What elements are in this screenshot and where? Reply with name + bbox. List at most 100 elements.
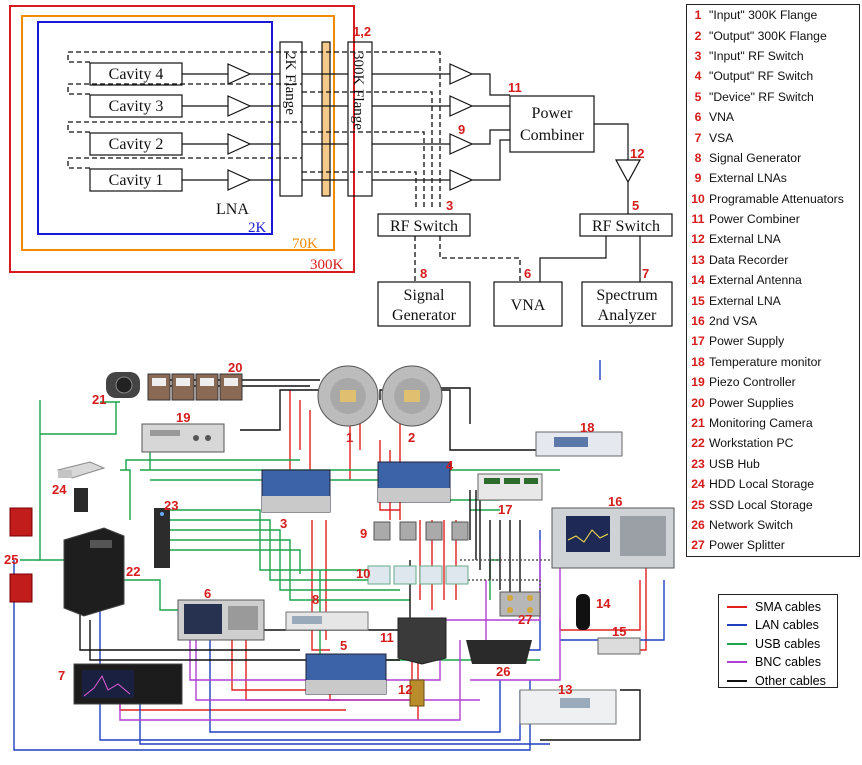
cable-swatch — [727, 680, 747, 682]
legend-text: Workstation PC — [709, 436, 793, 450]
vsa-icon — [74, 664, 182, 704]
legend-text: HDD Local Storage — [709, 477, 814, 491]
legend-number: 25 — [687, 498, 709, 512]
legend-text: VSA — [709, 131, 733, 145]
legend-row: 2"Output" 300K Flange — [687, 25, 859, 45]
cable-label: SMA cables — [755, 600, 821, 614]
photo-callout-8: 8 — [312, 592, 319, 607]
power-combiner-line2: Combiner — [520, 127, 585, 144]
external-antenna-icon — [576, 594, 590, 630]
legend-text: USB Hub — [709, 457, 760, 471]
legend-text: SSD Local Storage — [709, 498, 813, 512]
equipment — [10, 366, 674, 724]
legend-number: 18 — [687, 355, 709, 369]
cryostat-schematic — [10, 6, 372, 272]
thermal-link — [322, 42, 330, 196]
photo-callouts: 20 21 19 1 2 18 4 24 23 3 17 16 9 25 22 … — [4, 360, 626, 697]
legend-text: Signal Generator — [709, 151, 801, 165]
flange-300k-input-icon — [318, 366, 378, 426]
ext-lna-triangle — [616, 160, 640, 182]
cable-label: LAN cables — [755, 618, 819, 632]
legend-number: 10 — [687, 192, 709, 206]
photo-callout-4: 4 — [446, 458, 454, 473]
photo-callout-2: 2 — [408, 430, 415, 445]
temperature-monitor-icon — [536, 432, 622, 456]
legend-text: External LNA — [709, 232, 781, 246]
legend-row: 23USB Hub — [687, 454, 859, 474]
callout-6: 6 — [524, 266, 531, 281]
temp-70k-label: 70K — [292, 236, 318, 252]
legend-text: "Output" 300K Flange — [709, 29, 827, 43]
legend-row: 25SSD Local Storage — [687, 494, 859, 514]
legend-text: "Output" RF Switch — [709, 69, 813, 83]
legend-text: "Input" 300K Flange — [709, 8, 817, 22]
legend-text: 2nd VSA — [709, 314, 757, 328]
attenuators-icon — [368, 566, 468, 584]
callout-1-2: 1,2 — [353, 24, 371, 39]
rf-switch-left-label: RF Switch — [390, 218, 458, 235]
photo-callout-19: 19 — [176, 410, 190, 425]
legend-text: External LNAs — [709, 171, 787, 185]
vna-label: VNA — [511, 297, 546, 314]
photo-callout-23: 23 — [164, 498, 178, 513]
legend-number: 21 — [687, 416, 709, 430]
photo-callout-9: 9 — [360, 526, 367, 541]
legend-row: 26Network Switch — [687, 515, 859, 535]
vna-icon — [178, 600, 264, 640]
component-legend: 1"Input" 300K Flange2"Output" 300K Flang… — [686, 4, 860, 557]
legend-row: 5"Device" RF Switch — [687, 87, 859, 107]
callout-5: 5 — [632, 198, 639, 213]
legend-text: VNA — [709, 110, 734, 124]
rf-switch-device-icon — [306, 654, 386, 694]
callout-11: 11 — [508, 80, 522, 95]
rf-switch-output-icon — [378, 462, 450, 502]
legend-row: 4"Output" RF Switch — [687, 66, 859, 86]
power-combiner-line1: Power — [532, 105, 574, 122]
legend-text: "Input" RF Switch — [709, 49, 804, 63]
photo-callout-1: 1 — [346, 430, 353, 445]
legend-row: 13Data Recorder — [687, 250, 859, 270]
photo-callout-14: 14 — [596, 596, 611, 611]
legend-row: 8Signal Generator — [687, 148, 859, 168]
legend-text: Monitoring Camera — [709, 416, 813, 430]
legend-number: 7 — [687, 131, 709, 145]
legend-number: 16 — [687, 314, 709, 328]
spectrum-analyzer-line2: Analyzer — [598, 307, 657, 324]
temp-300k-label: 300K — [310, 257, 344, 273]
legend-number: 12 — [687, 232, 709, 246]
photo-callout-7: 7 — [58, 668, 65, 683]
rf-switch-input-icon — [262, 470, 330, 512]
flange-2k-label: 2K Flange — [282, 52, 298, 115]
lna-triangle — [228, 96, 250, 116]
legend-number: 13 — [687, 253, 709, 267]
legend-row: 7VSA — [687, 127, 859, 147]
power-combiner-icon — [398, 618, 446, 664]
power-supplies-icon — [148, 374, 242, 400]
photo-callout-18: 18 — [580, 420, 594, 435]
legend-number: 15 — [687, 294, 709, 308]
cavity-rows: Cavity 4Cavity 3Cavity 2Cavity 1 — [68, 52, 348, 191]
legend-text: Power Supplies — [709, 396, 794, 410]
cable-legend-row: SMA cables — [719, 598, 837, 616]
legend-number: 17 — [687, 334, 709, 348]
photo-callout-12: 12 — [398, 682, 412, 697]
legend-number: 26 — [687, 518, 709, 532]
photo-callout-6: 6 — [204, 586, 211, 601]
legend-number: 22 — [687, 436, 709, 450]
power-supply-icon — [478, 474, 542, 500]
legend-row: 24HDD Local Storage — [687, 474, 859, 494]
legend-number: 8 — [687, 151, 709, 165]
cavity-label: Cavity 4 — [109, 66, 164, 83]
legend-text: External Antenna — [709, 273, 802, 287]
legend-number: 9 — [687, 171, 709, 185]
cable-label: USB cables — [755, 637, 820, 651]
legend-number: 5 — [687, 90, 709, 104]
photo-callout-21: 21 — [92, 392, 106, 407]
legend-text: Power Splitter — [709, 538, 785, 552]
